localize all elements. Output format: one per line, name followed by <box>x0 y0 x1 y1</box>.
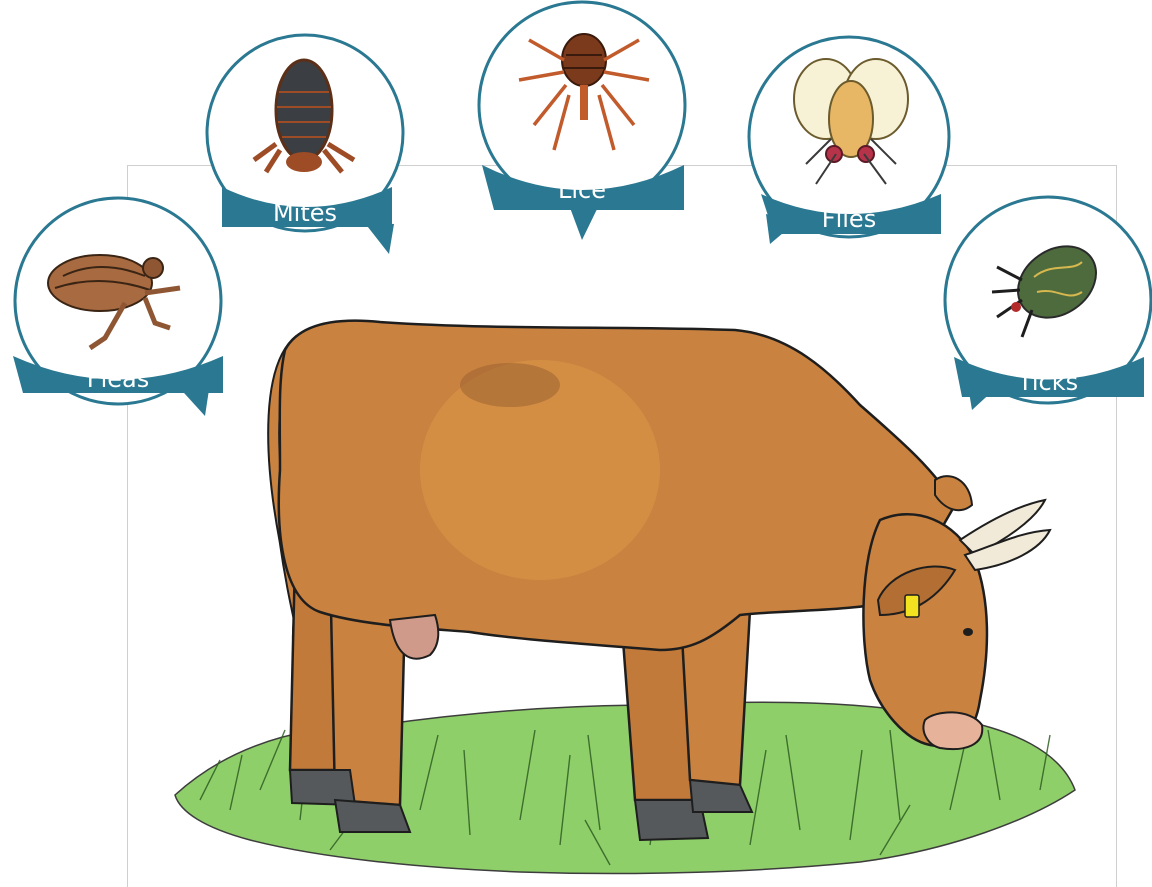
parasite-label-fleas: Fleas <box>87 365 149 393</box>
badge-pointer <box>175 383 210 416</box>
parasite-badge-ticks[interactable]: Ticks <box>942 192 1152 426</box>
ear-tag <box>905 595 919 617</box>
cow-eye <box>963 628 973 636</box>
parasite-label-mites: Mites <box>273 199 337 227</box>
parasite-badge-fleas[interactable]: Fleas <box>5 198 235 432</box>
parasite-label-ticks: Ticks <box>1017 368 1078 396</box>
parasite-badge-flies[interactable]: Flies <box>746 34 966 268</box>
parasite-badge-mites[interactable]: Mites <box>204 32 414 266</box>
parasite-badge-lice[interactable]: Lice <box>474 0 694 254</box>
parasite-label-lice: Lice <box>558 176 606 204</box>
parasite-label-flies: Flies <box>822 205 876 233</box>
